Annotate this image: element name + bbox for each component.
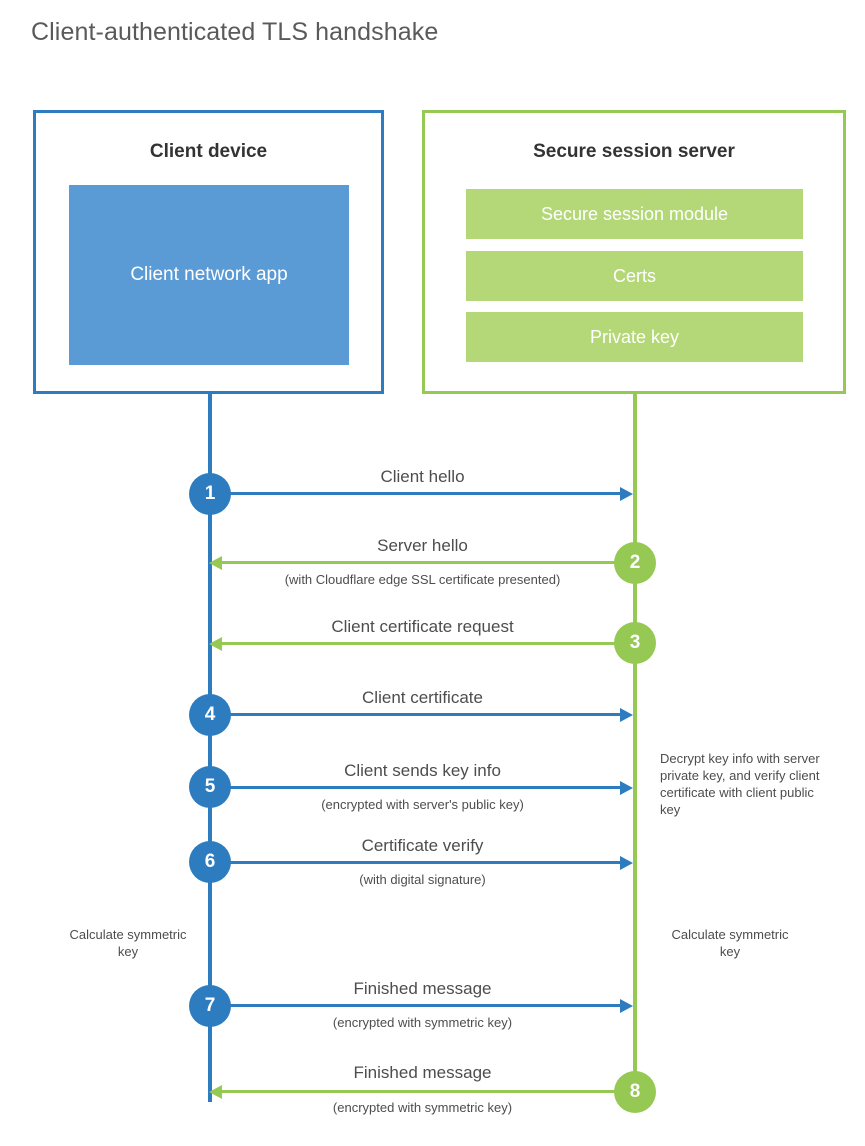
server-decrypt-note: Decrypt key info with server private key…: [660, 751, 820, 817]
step-8-label: Finished message: [353, 1063, 492, 1082]
step-4-arrowhead-icon: [620, 708, 633, 722]
step-8-circle[interactable]: 8: [614, 1071, 656, 1113]
step-4-circle[interactable]: 4: [189, 694, 231, 736]
client-device-title: Client device: [149, 141, 268, 162]
step-6-label: Certificate verify: [361, 836, 484, 855]
step-2-sublabel: (with Cloudflare edge SSL certificate pr…: [284, 572, 561, 587]
step-6-arrow-line: [210, 861, 620, 864]
step-4-arrow-line: [210, 713, 620, 716]
page-title: Client-authenticated TLS handshake: [31, 18, 439, 46]
step-7-sublabel: (encrypted with symmetric key): [332, 1015, 513, 1030]
step-5-label: Client sends key info: [344, 761, 501, 780]
step-3-arrowhead-icon: [209, 637, 222, 651]
step-5-arrow-line: [210, 786, 620, 789]
step-2-arrowhead-icon: [209, 556, 222, 570]
step-8-arrow-line: [222, 1090, 634, 1093]
step-6-arrowhead-icon: [620, 856, 633, 870]
step-3-label: Client certificate request: [331, 617, 514, 636]
secure-session-server-box: Secure session server Secure session mod…: [422, 110, 846, 394]
step-7-arrow-line: [210, 1004, 620, 1007]
step-7-label: Finished message: [353, 979, 492, 998]
server-lifeline: [633, 393, 637, 1092]
server-component-certs: Certs: [466, 251, 803, 301]
step-2-label: Server hello: [377, 536, 468, 555]
step-8-sublabel: (encrypted with symmetric key): [332, 1100, 513, 1115]
step-3-circle[interactable]: 3: [614, 622, 656, 664]
step-3-arrow-line: [222, 642, 634, 645]
server-calculate-symmetric-key-note: Calculate symmetric key: [671, 927, 789, 959]
step-5-arrowhead-icon: [620, 781, 633, 795]
server-component-private-key: Private key: [466, 312, 803, 362]
step-1-arrow-line: [210, 492, 620, 495]
client-device-box: Client device Client network app: [33, 110, 384, 394]
step-5-sublabel: (encrypted with server's public key): [321, 797, 524, 812]
server-component-secure-session-module: Secure session module: [466, 189, 803, 239]
step-2-arrow-line: [222, 561, 634, 564]
step-7-arrowhead-icon: [620, 999, 633, 1013]
client-network-app-block: Client network app: [69, 185, 349, 365]
step-5-circle[interactable]: 5: [189, 766, 231, 808]
step-7-circle[interactable]: 7: [189, 985, 231, 1027]
step-1-label: Client hello: [380, 467, 465, 486]
client-lifeline: [208, 393, 212, 1102]
client-calculate-symmetric-key-note: Calculate symmetric key: [69, 927, 187, 959]
step-8-arrowhead-icon: [209, 1085, 222, 1099]
step-1-arrowhead-icon: [620, 487, 633, 501]
step-6-circle[interactable]: 6: [189, 841, 231, 883]
step-4-label: Client certificate: [362, 688, 483, 707]
secure-session-server-title: Secure session server: [533, 141, 735, 162]
step-2-circle[interactable]: 2: [614, 542, 656, 584]
step-1-circle[interactable]: 1: [189, 473, 231, 515]
step-6-sublabel: (with digital signature): [359, 872, 486, 887]
